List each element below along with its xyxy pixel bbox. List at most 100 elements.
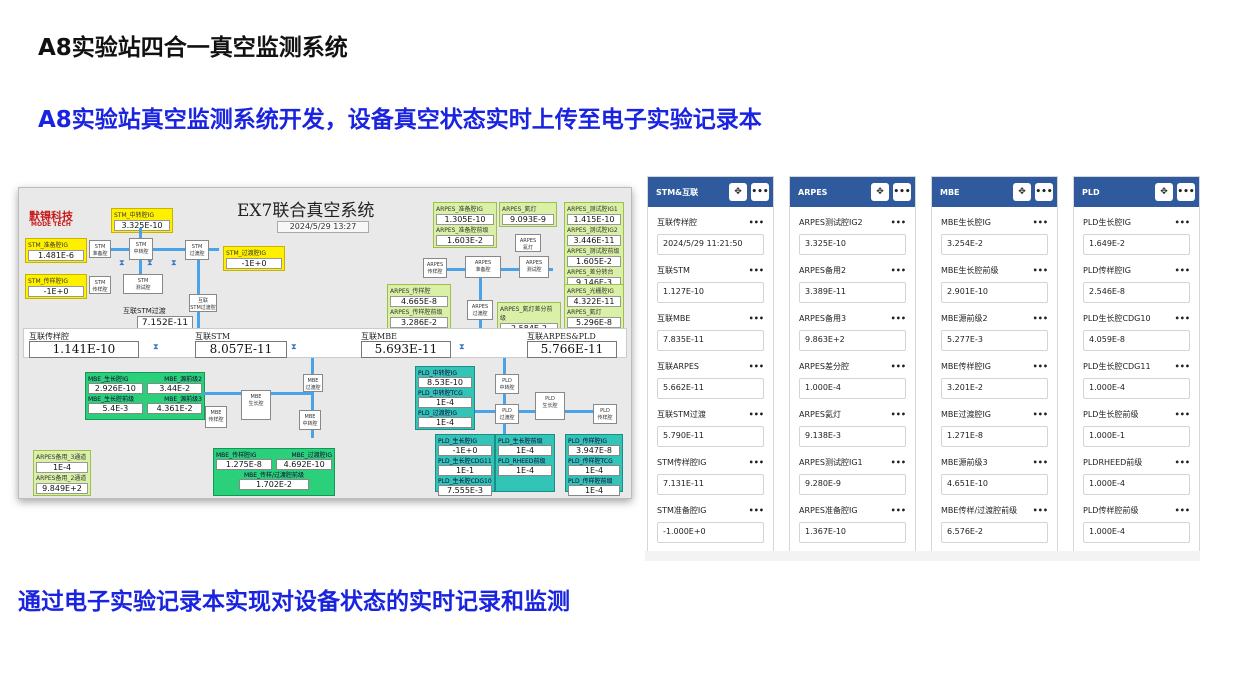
metric-value: -1.000E+0: [657, 522, 764, 543]
more-icon[interactable]: •••: [748, 457, 764, 467]
more-icon[interactable]: •••: [890, 409, 906, 419]
interconnect-label: 互联ARPES&PLD: [527, 332, 596, 341]
panel-arpes: ARPES ✥••• ARPES测试腔IG2•••3.325E-10 ARPES…: [789, 176, 916, 553]
metric-item: ARPES测试腔IG1•••9.280E-9: [790, 455, 915, 495]
metric-value: 5.790E-11: [657, 426, 764, 447]
metric-value: 1.271E-8: [941, 426, 1048, 447]
metric-value: 9.280E-9: [799, 474, 906, 495]
valve-icon: ⧗: [171, 258, 177, 267]
metric-item: STM传样腔IG•••7.131E-11: [648, 455, 773, 495]
more-icon[interactable]: •••: [890, 265, 906, 275]
more-icon[interactable]: •••: [1032, 313, 1048, 323]
panel-pld: PLD ✥••• PLD生长腔IG•••1.649E-2 PLD传样腔IG•••…: [1073, 176, 1200, 553]
metric-item: 互联传样腔•••2024/5/29 11:21:50: [648, 215, 773, 255]
metric-item: 互联ARPES•••5.662E-11: [648, 359, 773, 399]
metric-item: MBE传样/过渡腔前级•••6.576E-2: [932, 503, 1057, 543]
metric-item: PLD生长腔CDG11•••1.000E-4: [1074, 359, 1199, 399]
more-icon[interactable]: •••: [890, 313, 906, 323]
metric-value: 2024/5/29 11:21:50: [657, 234, 764, 255]
more-icon[interactable]: •••: [748, 505, 764, 515]
more-icon[interactable]: •••: [748, 313, 764, 323]
slide-bottom-text: 通过电子实验记录本实现对设备状态的实时记录和监测: [18, 589, 570, 615]
metric-item: PLD传样腔前级•••1.000E-4: [1074, 503, 1199, 543]
panel-footer-strip: [645, 551, 1200, 561]
slide-subtitle: A8实验站真空监测系统开发，设备真空状态实时上传至电子实验记录本: [38, 107, 762, 133]
more-icon[interactable]: •••: [1032, 457, 1048, 467]
more-icon[interactable]: •••: [893, 183, 911, 201]
metric-value: 5.277E-3: [941, 330, 1048, 351]
metric-item: MBE生长腔IG•••3.254E-2: [932, 215, 1057, 255]
more-icon[interactable]: •••: [1032, 505, 1048, 515]
more-icon[interactable]: •••: [1032, 361, 1048, 371]
more-icon[interactable]: •••: [890, 217, 906, 227]
slide-title: A8实验站四合一真空监测系统: [38, 35, 348, 61]
valve-icon: ⧗: [291, 342, 297, 351]
more-icon[interactable]: •••: [890, 361, 906, 371]
more-icon[interactable]: •••: [1032, 217, 1048, 227]
more-icon[interactable]: •••: [1032, 409, 1048, 419]
expand-icon[interactable]: ✥: [729, 183, 747, 201]
more-icon[interactable]: •••: [1174, 313, 1190, 323]
metric-value: 1.000E-4: [1083, 474, 1190, 495]
more-icon[interactable]: •••: [748, 265, 764, 275]
metric-item: MBE传样腔IG•••3.201E-2: [932, 359, 1057, 399]
more-icon[interactable]: •••: [1174, 361, 1190, 371]
more-icon[interactable]: •••: [1032, 265, 1048, 275]
metric-value: 6.576E-2: [941, 522, 1048, 543]
more-icon[interactable]: •••: [890, 457, 906, 467]
metric-value: 3.325E-10: [799, 234, 906, 255]
more-icon[interactable]: •••: [1174, 409, 1190, 419]
more-icon[interactable]: •••: [1174, 457, 1190, 467]
expand-icon[interactable]: ✥: [1155, 183, 1173, 201]
more-icon[interactable]: •••: [748, 361, 764, 371]
metric-value: 5.662E-11: [657, 378, 764, 399]
metric-item: ARPES准备腔IG•••1.367E-10: [790, 503, 915, 543]
interconnect-label: 互联STM: [195, 332, 231, 341]
metric-item: PLD生长腔前级•••1.000E-1: [1074, 407, 1199, 447]
scada-datetime: 2024/5/29 13:27: [277, 221, 369, 233]
metric-item: STM准备腔IG•••-1.000E+0: [648, 503, 773, 543]
more-icon[interactable]: •••: [1174, 217, 1190, 227]
more-icon[interactable]: •••: [1174, 505, 1190, 515]
more-icon[interactable]: •••: [751, 183, 769, 201]
stm-gauge: STM_传样腔IG-1E+0: [25, 274, 87, 299]
interconnect-value: 5.693E-11: [361, 341, 451, 358]
valve-icon: ⧗: [119, 258, 125, 267]
metric-item: PLD传样腔IG•••2.546E-8: [1074, 263, 1199, 303]
expand-icon[interactable]: ✥: [871, 183, 889, 201]
panel-stm: STM&互联 ✥••• 互联传样腔•••2024/5/29 11:21:50 互…: [647, 176, 774, 553]
metric-item: ARPES备用3•••9.863E+2: [790, 311, 915, 351]
metric-value: 3.389E-11: [799, 282, 906, 303]
more-icon[interactable]: •••: [748, 409, 764, 419]
more-icon[interactable]: •••: [748, 217, 764, 227]
more-icon[interactable]: •••: [1177, 183, 1195, 201]
more-icon[interactable]: •••: [1035, 183, 1053, 201]
more-icon[interactable]: •••: [890, 505, 906, 515]
more-icon[interactable]: •••: [1174, 265, 1190, 275]
expand-icon[interactable]: ✥: [1013, 183, 1031, 201]
metric-value: 9.138E-3: [799, 426, 906, 447]
metric-value: 9.863E+2: [799, 330, 906, 351]
